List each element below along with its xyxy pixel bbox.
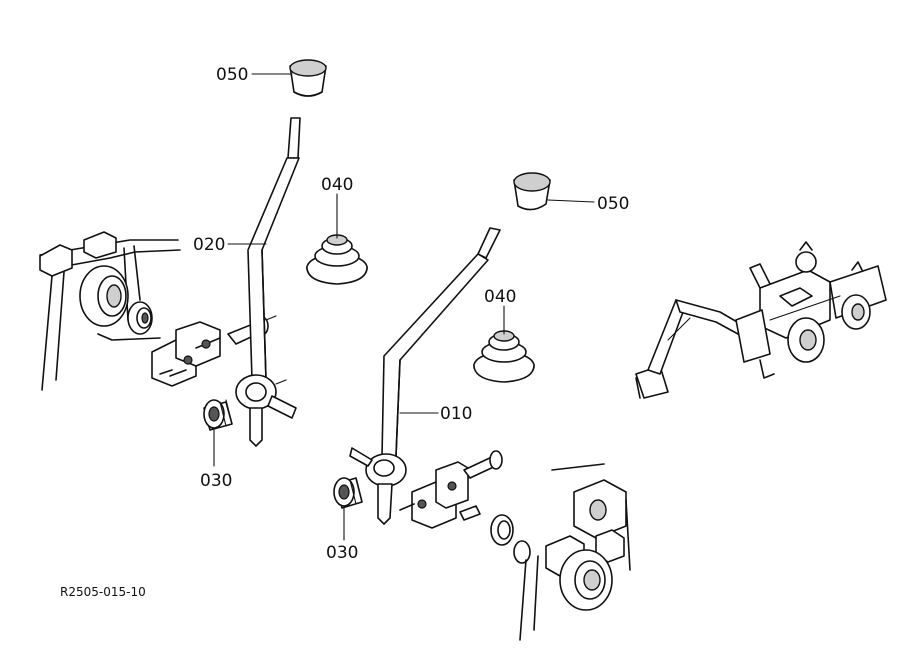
left-frame	[39, 231, 181, 391]
left-bracket	[151, 321, 221, 387]
callout-boot-right: 040	[484, 287, 516, 307]
callout-knob-right: 050	[597, 194, 629, 214]
callout-bearing-left: 030	[200, 471, 232, 491]
right-knob-050	[513, 172, 551, 211]
left-bearing-030	[203, 399, 233, 431]
boot-040-top	[306, 234, 368, 285]
left-knob-050	[289, 59, 327, 97]
callout-knob-left: 050	[216, 65, 248, 85]
leader-lines	[213, 73, 595, 541]
backhoe-tractor-illustration	[635, 241, 887, 399]
left-lever-assembly	[39, 59, 327, 447]
callout-bearing-right: 030	[326, 543, 358, 563]
right-lever-assembly	[333, 172, 631, 641]
right-lever-010	[349, 227, 501, 525]
callout-lever-left: 020	[193, 235, 225, 255]
boot-040-right	[473, 330, 535, 383]
left-lever-020	[235, 117, 301, 447]
right-bearing-030	[333, 477, 363, 509]
callout-boot-top: 040	[321, 175, 353, 195]
callout-lever-right: 010	[440, 404, 472, 424]
right-bracket	[399, 450, 503, 529]
right-frame	[490, 463, 631, 641]
diagram-reference-code: R2505-015-10	[60, 585, 146, 599]
